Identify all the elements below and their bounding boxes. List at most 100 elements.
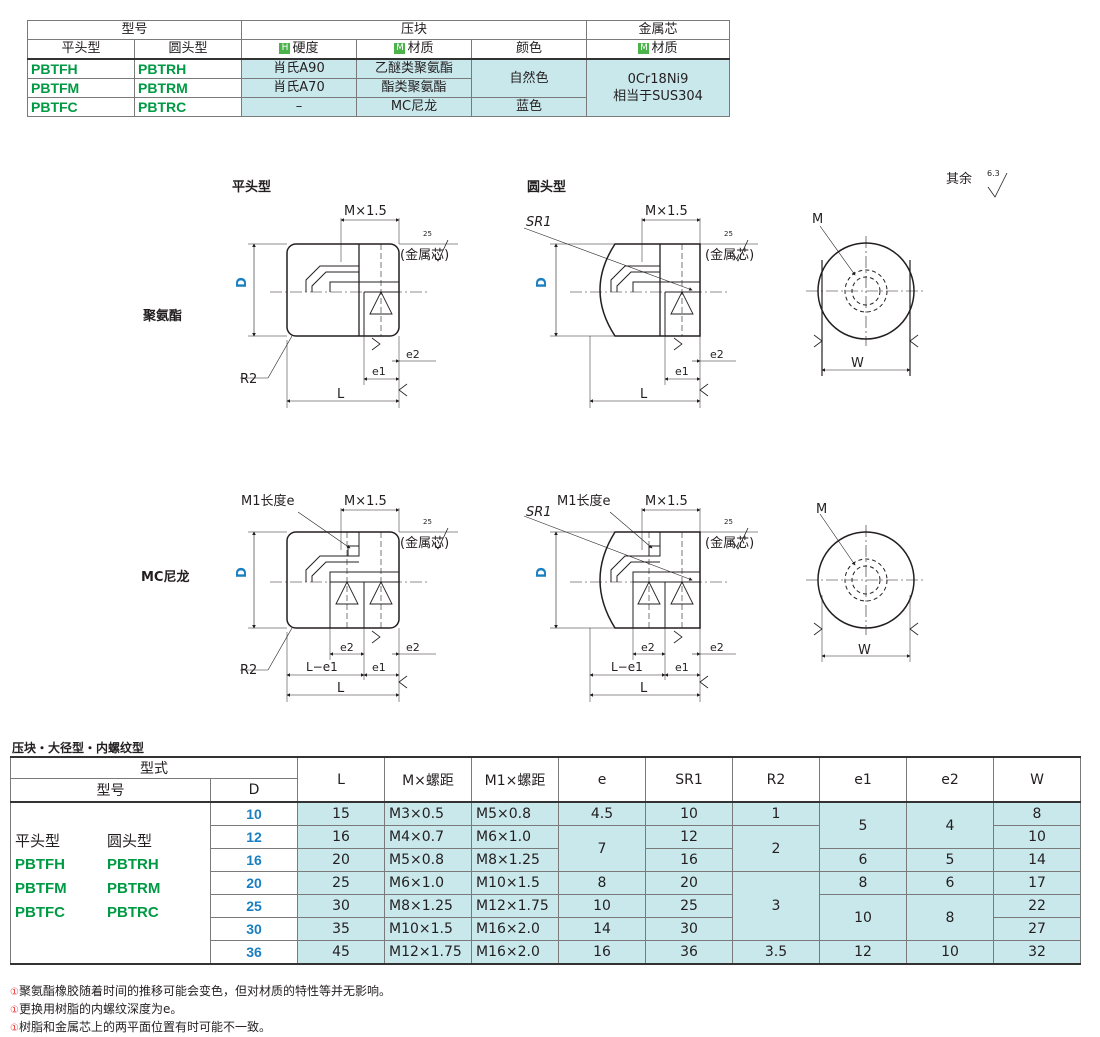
- table-row: PBTFC PBTRC – MC尼龙 蓝色: [27, 97, 730, 117]
- svg-text:M×1.5: M×1.5: [344, 494, 387, 509]
- svg-text:e1: e1: [675, 365, 689, 378]
- spec-table: 型式 L M×螺距 M1×螺距 e SR1 R2 e1 e2 W 型号 D 平头…: [10, 756, 1081, 965]
- header-color: 颜色: [471, 39, 587, 60]
- svg-text:e2: e2: [406, 348, 420, 361]
- header-core: 金属芯: [586, 20, 730, 40]
- svg-text:W: W: [851, 356, 864, 371]
- note-item: ①树脂和金属芯上的两平面位置有时可能不一致。: [10, 1020, 271, 1034]
- note-icon: ①: [10, 1005, 19, 1016]
- table-row: 25 30 M8×1.25 M12×1.75 10 25 10 8 22: [11, 894, 1081, 941]
- svg-text:D: D: [535, 567, 550, 578]
- hardness-value: 肖氏A90: [241, 58, 357, 79]
- flat-code: PBTFC: [27, 97, 135, 117]
- round-title: 圆头型: [527, 179, 566, 195]
- svg-text:M×1.5: M×1.5: [645, 494, 688, 509]
- header-w: W: [993, 756, 1081, 803]
- svg-text:e1: e1: [372, 365, 386, 378]
- svg-text:e2: e2: [710, 641, 724, 654]
- spec-title: 压块・大径型・内螺纹型: [12, 741, 145, 755]
- svg-text:R2: R2: [240, 372, 257, 387]
- svg-text:M1长度e: M1长度e: [241, 493, 295, 509]
- m-tag-icon: M: [394, 43, 406, 54]
- header-round: 圆头型: [134, 39, 242, 60]
- flat-pu-drawing: [240, 218, 458, 408]
- flat-mc-drawing: [240, 508, 458, 702]
- header-press: 压块: [241, 20, 587, 40]
- svg-text:SR1: SR1: [526, 215, 552, 230]
- round-code: PBTRH: [134, 58, 242, 79]
- m-tag-icon: M: [638, 43, 650, 54]
- svg-text:L: L: [640, 387, 648, 402]
- header-d: D: [210, 778, 298, 803]
- round-code: PBTRC: [134, 97, 242, 117]
- svg-text:e2: e2: [710, 348, 724, 361]
- note-icon: ①: [10, 987, 19, 998]
- header-m1: M1×螺距: [471, 756, 559, 803]
- round-mc-drawing: [523, 508, 758, 702]
- color-value: 自然色: [471, 58, 587, 98]
- material-value: 酯类聚氨酯: [356, 78, 472, 98]
- svg-text:D: D: [535, 277, 550, 288]
- note-icon: ①: [10, 1023, 19, 1034]
- svg-text:L: L: [640, 681, 648, 696]
- header-type: 型式: [10, 756, 298, 779]
- svg-text:25: 25: [423, 518, 432, 526]
- end-view-mc: [806, 513, 926, 662]
- flat-code: PBTFM: [27, 78, 135, 98]
- header-e2: e2: [906, 756, 994, 803]
- svg-text:D: D: [235, 277, 250, 288]
- header-e: e: [558, 756, 646, 803]
- finish-symbols: [371, 172, 1008, 689]
- svg-text:e2: e2: [641, 641, 655, 654]
- svg-text:D: D: [235, 567, 250, 578]
- svg-text:L: L: [337, 681, 345, 696]
- svg-text:e2: e2: [340, 641, 354, 654]
- hardness-value: 肖氏A70: [241, 78, 357, 98]
- header-l: L: [297, 756, 385, 803]
- svg-text:e1: e1: [372, 661, 386, 674]
- table-row: 30 35 M10×1.5 M16×2.0 14 30 27: [11, 917, 1081, 941]
- svg-text:6.3: 6.3: [987, 169, 1000, 178]
- notes: ①聚氨酯橡胶随着时间的推移可能会变色，但对材质的特性等并无影响。 ①更换用树脂的…: [10, 983, 391, 1037]
- svg-text:(金属芯): (金属芯): [705, 247, 754, 263]
- header-m: M×螺距: [384, 756, 472, 803]
- svg-text:M×1.5: M×1.5: [645, 204, 688, 219]
- mc-label: MC尼龙: [141, 569, 189, 585]
- note-item: ①更换用树脂的内螺纹深度为e。: [10, 1002, 183, 1016]
- header-model: 型号: [10, 778, 211, 803]
- round-code: PBTRM: [134, 78, 242, 98]
- svg-text:(金属芯): (金属芯): [400, 247, 449, 263]
- end-view-pu: [806, 225, 926, 376]
- table-row: 12 16 M4×0.7 M6×1.0 7 12 2 10: [11, 825, 1081, 872]
- pu-label: 聚氨酯: [142, 308, 182, 324]
- svg-text:R2: R2: [240, 663, 257, 678]
- svg-text:e1: e1: [675, 661, 689, 674]
- svg-text:M: M: [816, 502, 827, 517]
- note-item: ①聚氨酯橡胶随着时间的推移可能会变色，但对材质的特性等并无影响。: [10, 984, 391, 998]
- svg-text:25: 25: [423, 230, 432, 238]
- header-flat: 平头型: [27, 39, 135, 60]
- material-value: 乙醚类聚氨酯: [356, 58, 472, 79]
- svg-text:M: M: [812, 212, 823, 227]
- svg-text:L−e1: L−e1: [611, 660, 643, 674]
- header-r2: R2: [732, 756, 820, 803]
- table-row: PBTFM PBTRM 肖氏A70 酯类聚氨酯: [27, 78, 730, 98]
- svg-text:25: 25: [724, 230, 733, 238]
- hardness-value: –: [241, 97, 357, 117]
- flat-title: 平头型: [232, 179, 271, 195]
- svg-text:SR1: SR1: [526, 505, 552, 520]
- flat-code: PBTFH: [27, 58, 135, 79]
- header-e1: e1: [819, 756, 907, 803]
- svg-text:M1长度e: M1长度e: [557, 493, 611, 509]
- header-sr1: SR1: [645, 756, 733, 803]
- svg-text:M×1.5: M×1.5: [344, 204, 387, 219]
- svg-text:(金属芯): (金属芯): [705, 535, 754, 551]
- h-tag-icon: H: [279, 43, 291, 54]
- svg-text:L: L: [337, 387, 345, 402]
